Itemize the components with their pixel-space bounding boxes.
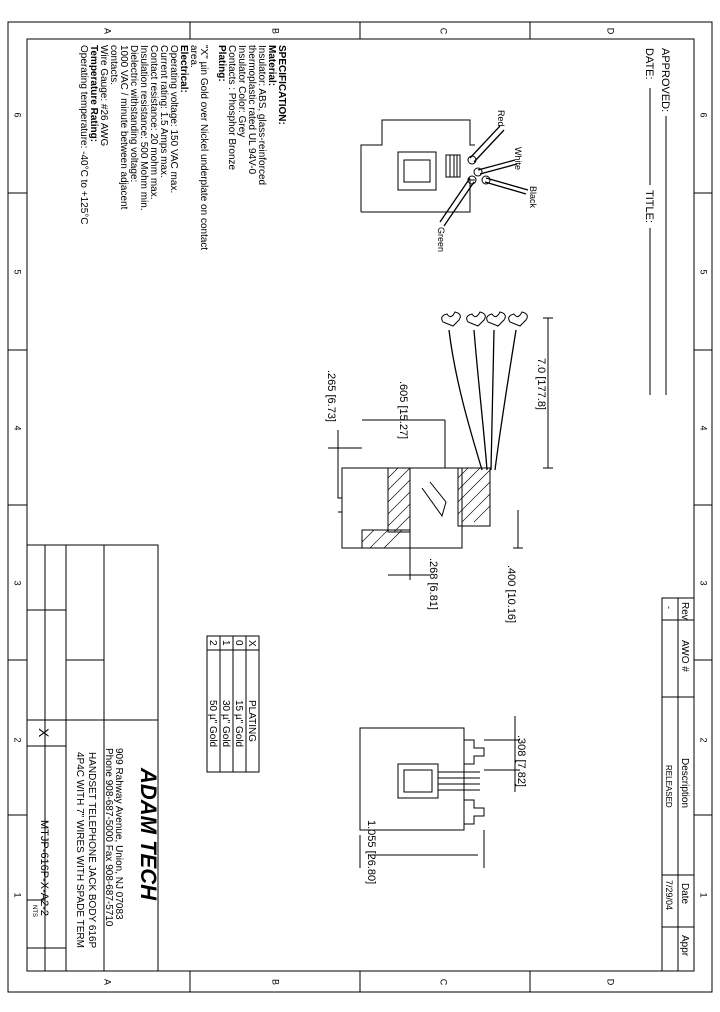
plating-cell: 1 xyxy=(220,640,231,646)
scale-nts: NTS xyxy=(31,905,37,917)
spec-line: Material: xyxy=(266,45,277,86)
date-value: 7/29/04 xyxy=(664,880,674,910)
approval-block: APPROVED: DATE: TITLE: xyxy=(643,48,671,395)
spec-line: Insulator Color: Grey xyxy=(236,45,247,137)
dim-overall-length: 7.0 [177.8] xyxy=(535,358,547,410)
jack-top-view: Red White Black Green xyxy=(360,110,538,252)
spec-line: Wire Gauge: #26 AWG xyxy=(98,45,109,147)
zone-letter: C xyxy=(439,28,449,35)
rev-value: - xyxy=(664,606,674,609)
title-label: TITLE: xyxy=(643,190,655,223)
zone-letter: C xyxy=(439,979,449,986)
spec-line: 1000 VAC / minute between adjacent xyxy=(118,45,129,210)
zone-number: 1 xyxy=(13,892,23,897)
date-label: DATE: xyxy=(643,48,655,80)
drawing-size: X xyxy=(36,728,52,738)
spec-line: Dielectric withstanding voltage: xyxy=(128,45,139,182)
zone-letter: A xyxy=(103,28,113,34)
plating-table: X PLATING 0 15 µ" Gold 1 30 µ" Gold 2 50… xyxy=(206,635,260,773)
spec-line: Contacts : Phosphor Bronze xyxy=(226,45,237,171)
spec-heading: SPECIFICATION: xyxy=(276,45,287,125)
specification-block: SPECIFICATION: Material: Insulator: ABS,… xyxy=(78,45,287,250)
revision-block: Rev AWO # Description Date Appr - RELEAS… xyxy=(661,597,695,972)
zone-number: 6 xyxy=(699,112,709,117)
spec-line: Temperature Rating: xyxy=(88,45,99,142)
zone-number: 5 xyxy=(699,269,709,274)
zone-letter: B xyxy=(271,979,281,985)
company-name: ADAM TECH xyxy=(136,767,161,901)
wire-label-green: Green xyxy=(436,227,446,252)
description-header: Description xyxy=(679,758,690,808)
zone-number: 5 xyxy=(13,269,23,274)
zone-letter: D xyxy=(606,28,616,35)
wire-label-white: White xyxy=(513,147,523,170)
part-description-line1: HANDSET TELEPHONE JACK BODY 616P xyxy=(86,752,97,949)
part-description-line2: 4P4C WITH 7" WIRES WITH SPADE TERM xyxy=(74,752,85,948)
zone-number: 3 xyxy=(13,580,23,585)
spec-line: Operating temperature: -40°C to +125°C xyxy=(78,45,89,224)
plating-cell: 0 xyxy=(233,640,244,646)
dim-base: .268 [6.81] xyxy=(427,558,439,610)
plating-cell: 50 µ" Gold xyxy=(207,700,218,747)
approved-label: APPROVED: xyxy=(659,48,671,112)
jack-front-view: .308 [7.82] 1.055 [26.80] xyxy=(359,716,527,884)
zone-letter: D xyxy=(606,979,616,986)
plating-cell: 2 xyxy=(207,640,218,646)
zone-number: 2 xyxy=(699,737,709,742)
part-number: MTJP-616P-X-A2-2 xyxy=(38,820,50,916)
spec-line: Current rating: 1.5 Amps max. xyxy=(158,45,169,178)
zone-number: 6 xyxy=(13,112,23,117)
description-value: RELEASED xyxy=(664,765,673,808)
plating-cell: 30 µ" Gold xyxy=(220,700,231,747)
spec-line: contacts. xyxy=(108,45,119,85)
zone-number: 2 xyxy=(13,737,23,742)
zone-letter: A xyxy=(103,979,113,985)
title-block: ADAM TECH 909 Rahway Avenue, Union, NJ 0… xyxy=(26,544,161,972)
plating-cell: 15 µ" Gold xyxy=(233,700,244,747)
zone-ticks xyxy=(8,22,712,992)
plating-header-plating: PLATING xyxy=(246,700,257,742)
plating-header-x: X xyxy=(246,640,257,647)
zone-letter: B xyxy=(271,28,281,34)
zone-number: 4 xyxy=(13,425,23,430)
wire-label-red: Red xyxy=(496,110,506,127)
dim-width: .308 [7.82] xyxy=(515,735,527,787)
spec-line: Contact resistance: 20 mohm max. xyxy=(148,45,159,200)
dim-length: 1.055 [26.80] xyxy=(365,820,377,884)
company-address: 909 Rahway Avenue, Union, NJ 07083 xyxy=(113,748,124,920)
dim-body-depth: .605 [15.27] xyxy=(397,381,409,439)
spec-line: Operating voltage: 150 VAC max. xyxy=(168,45,179,193)
date-header: Date xyxy=(679,883,690,905)
awo-header: AWO # xyxy=(679,640,690,672)
spec-line: "X" µin Gold over Nickel underplate on c… xyxy=(198,45,209,250)
zone-number: 1 xyxy=(699,892,709,897)
spec-line: thermoplastic rated UL 94V-0 xyxy=(246,45,257,175)
spec-line: Plating: xyxy=(216,45,227,82)
jack-side-view: 7.0 [177.8] .605 [15.27] .265 [6.73] .26… xyxy=(325,311,553,623)
company-phone: Phone 908-687-5000 Fax 908-687-5710 xyxy=(103,748,114,927)
spec-line: Insulator: ABS, glass-reinforced xyxy=(256,45,267,185)
rev-header: Rev xyxy=(679,602,690,620)
wire-label-black: Black xyxy=(528,186,538,209)
spec-line: Electrical: xyxy=(178,45,189,93)
dim-height: .400 [10.16] xyxy=(505,565,517,623)
spec-line: area. xyxy=(188,45,199,68)
zone-number: 4 xyxy=(699,425,709,430)
spec-line: Insulation resistance: 500 Mohm min. xyxy=(138,45,149,211)
appr-header: Appr xyxy=(679,935,690,957)
dim-offset: .265 [6.73] xyxy=(325,370,337,422)
zone-number: 3 xyxy=(699,580,709,585)
